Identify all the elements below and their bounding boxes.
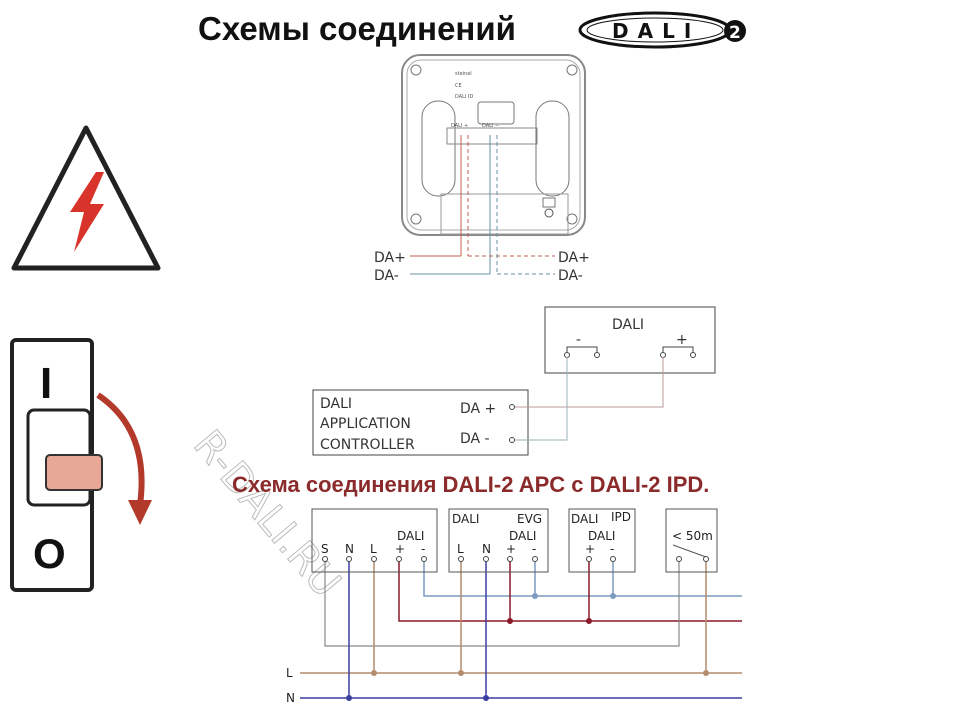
box2-terminal-plus: +	[506, 542, 516, 556]
device-terminal-plus: DALI +	[451, 123, 468, 129]
controller-da-minus: DA -	[460, 431, 490, 447]
switch-contact-icon	[672, 544, 707, 558]
box3-terminal-minus: -	[610, 542, 614, 556]
diagram-caption: Схема соединения DALI-2 APC с DALI-2 IPD…	[232, 472, 709, 497]
controller-line3: CONTROLLER	[320, 437, 415, 453]
wire-da-plus-right: DA+	[558, 250, 590, 266]
box1-terminal-s: S	[321, 542, 329, 556]
dali-application-controller: DALI APPLICATION CONTROLLER DA + DA -	[312, 357, 664, 456]
box2-terminal-minus: -	[532, 542, 536, 556]
dali-bus-minus: -	[576, 332, 581, 348]
wire-da-minus-left: DA-	[374, 268, 399, 284]
logo-version: 2	[729, 23, 741, 43]
box2-dali-top: DALI	[452, 512, 479, 526]
controller-line2: APPLICATION	[320, 416, 411, 432]
line-n-label: N	[286, 691, 295, 705]
breaker-on-label: I	[40, 359, 52, 408]
wire-da-plus-left: DA+	[374, 250, 406, 266]
box4-distance: < 50m	[672, 529, 713, 543]
box2-terminal-l: L	[457, 542, 464, 556]
box1-terminal-n: N	[345, 542, 354, 556]
dali-bus-plus: +	[676, 332, 688, 348]
breaker-off-label: O	[33, 530, 66, 577]
dali-bus-label: DALI	[612, 317, 644, 333]
dali2-logo: DALI 2	[578, 11, 746, 49]
device-dali-id: DALI ID	[455, 94, 474, 100]
box2-evg: EVG	[517, 512, 542, 526]
bottom-wiring: L N DALI S N L + - DALI EVG DALI L N + -…	[286, 508, 742, 705]
wire-da-minus-right: DA-	[558, 268, 583, 284]
box3-ipd: IPD	[611, 510, 631, 524]
box3-dali-top: DALI	[571, 512, 598, 526]
device-brand: steinel	[455, 71, 472, 77]
box1-terminal-minus: -	[421, 542, 425, 556]
logo-text: DALI	[612, 19, 700, 43]
page-title: Схемы соединений	[198, 10, 516, 47]
box1-terminal-plus: +	[395, 542, 405, 556]
controller-line1: DALI	[320, 396, 352, 412]
box3-dali: DALI	[588, 529, 615, 543]
dali-bus-device: DALI - +	[544, 306, 716, 374]
circuit-breaker-icon: I O	[10, 338, 152, 592]
box1-dali: DALI	[397, 529, 424, 543]
sensor-device-back: steinel CE DALI ID DALI + DALI − DA+ DA-…	[374, 54, 590, 284]
box2-terminal-n: N	[482, 542, 491, 556]
device-terminal-minus: DALI −	[482, 123, 499, 129]
box2-dali: DALI	[509, 529, 536, 543]
high-voltage-warning-icon	[11, 125, 161, 271]
box3-terminal-plus: +	[585, 542, 595, 556]
controller-da-plus: DA +	[460, 401, 496, 417]
box1-terminal-l: L	[370, 542, 377, 556]
line-l-label: L	[286, 666, 293, 680]
device-marks: CE	[455, 83, 462, 89]
